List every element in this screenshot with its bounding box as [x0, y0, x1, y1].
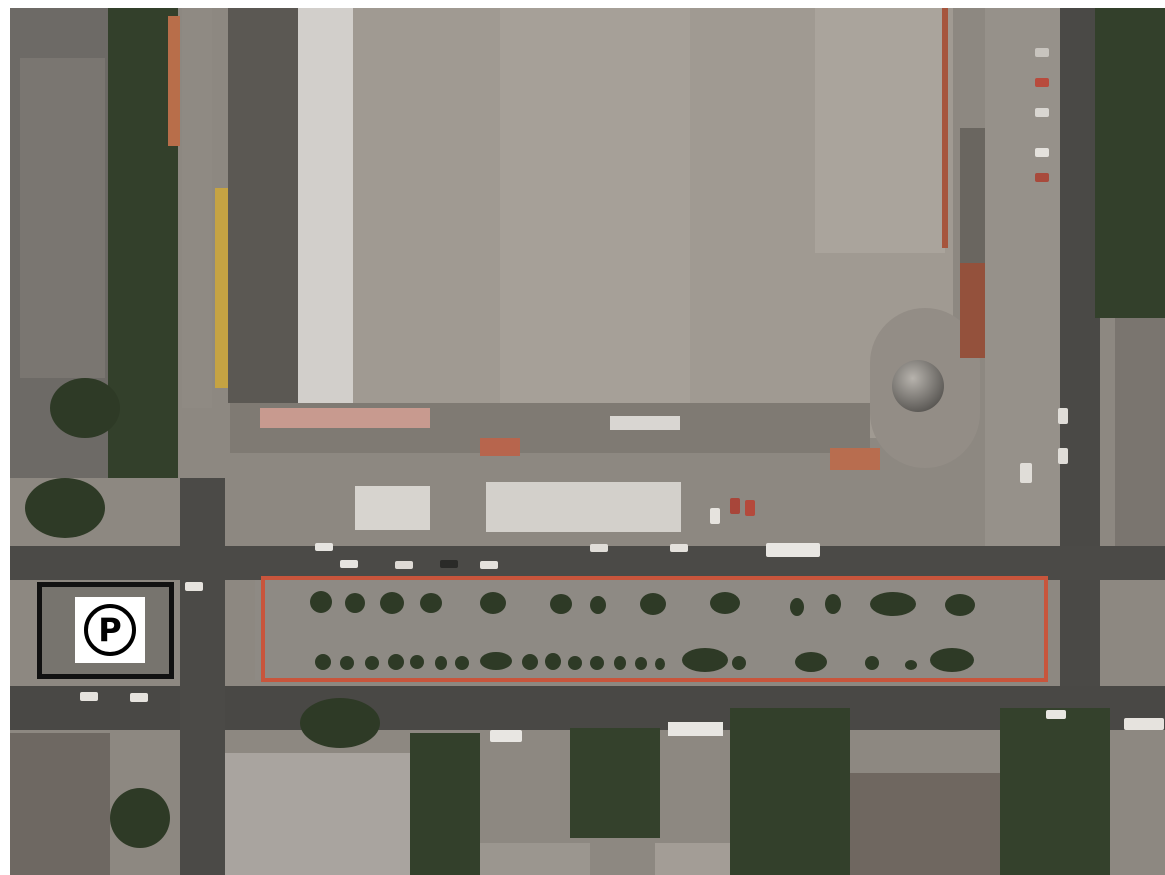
dome — [892, 360, 944, 412]
parking-sign: P — [75, 597, 145, 663]
tree — [870, 592, 916, 616]
market-building-dark-roof — [228, 8, 298, 403]
car — [1035, 48, 1049, 57]
pavilion-roof — [486, 482, 681, 532]
tree — [480, 592, 506, 614]
bottom-tree-belt — [570, 728, 660, 838]
car — [1124, 718, 1164, 730]
tree — [480, 652, 512, 670]
highlight-rectangle — [261, 576, 1048, 682]
tree — [590, 656, 604, 670]
tree — [682, 648, 728, 672]
tree — [420, 593, 442, 613]
car — [670, 544, 688, 552]
car — [340, 560, 358, 568]
car — [480, 561, 498, 569]
pavilion-roof — [355, 486, 430, 530]
tree — [590, 596, 606, 614]
tree — [50, 378, 120, 438]
car — [130, 693, 148, 702]
tree — [315, 654, 331, 670]
left-road-vertical — [180, 478, 225, 875]
car — [590, 544, 608, 552]
tree — [795, 652, 827, 672]
stall-row — [182, 8, 212, 408]
car — [315, 543, 333, 551]
orange-stall-strip — [168, 16, 180, 146]
tree — [825, 594, 841, 614]
tree — [640, 593, 666, 615]
car — [395, 561, 413, 569]
car — [440, 560, 458, 568]
tree — [545, 653, 561, 670]
shop-sign — [260, 408, 430, 428]
car — [1035, 78, 1049, 87]
tree — [310, 591, 332, 613]
right-tree-belt — [1095, 8, 1165, 318]
car — [490, 730, 522, 742]
tree — [410, 655, 424, 669]
shop-sign — [480, 438, 520, 456]
tree — [568, 656, 582, 670]
parking-symbol: P — [98, 611, 122, 649]
left-building-roof — [20, 58, 105, 378]
red-roof-edge — [942, 8, 948, 248]
market-building-white-roof — [298, 8, 353, 403]
tree — [732, 656, 746, 670]
parking-sign-icon: P — [84, 604, 136, 656]
tree — [614, 656, 626, 670]
market-hall-section — [500, 8, 690, 418]
car — [80, 692, 98, 701]
tree — [345, 593, 365, 613]
tree — [930, 648, 974, 672]
bottom-tree-belt — [1000, 708, 1110, 875]
tree — [380, 592, 404, 614]
bottom-tree-belt — [410, 733, 480, 875]
parking-legend: P — [37, 582, 174, 679]
tree — [455, 656, 469, 670]
car — [185, 582, 203, 591]
car — [1058, 448, 1068, 464]
right-parking-lot — [985, 8, 1060, 568]
tree — [945, 594, 975, 616]
car — [730, 498, 740, 514]
car — [1058, 408, 1068, 424]
tree — [300, 698, 380, 748]
car — [1035, 108, 1049, 117]
tree — [710, 592, 740, 614]
bottom-left-building — [10, 733, 110, 875]
car — [1035, 173, 1049, 182]
bottom-house-roof — [225, 753, 415, 875]
tree — [550, 594, 572, 614]
tree — [635, 657, 647, 670]
tree — [865, 656, 879, 670]
yellow-roof-strip — [215, 188, 229, 388]
tree — [340, 656, 354, 670]
tree — [655, 658, 665, 670]
car — [1046, 710, 1066, 719]
car — [745, 500, 755, 516]
car — [1035, 148, 1049, 157]
car — [710, 508, 720, 524]
shop-sign — [830, 448, 880, 470]
bus — [668, 722, 723, 736]
market-hall-section-east — [815, 8, 945, 253]
bottom-house-roof — [480, 843, 590, 875]
tree — [365, 656, 379, 670]
bottom-tree-belt — [730, 708, 850, 875]
tree — [522, 654, 538, 670]
tree — [435, 656, 447, 670]
tree — [388, 654, 404, 670]
tree — [25, 478, 105, 538]
bus — [766, 543, 820, 557]
shop-sign — [610, 416, 680, 430]
car — [1020, 463, 1032, 483]
tree — [790, 598, 804, 616]
left-tree-belt — [108, 8, 178, 478]
tree — [905, 660, 917, 670]
tree — [110, 788, 170, 848]
right-building — [1115, 318, 1165, 558]
aerial-map: P — [10, 8, 1165, 875]
